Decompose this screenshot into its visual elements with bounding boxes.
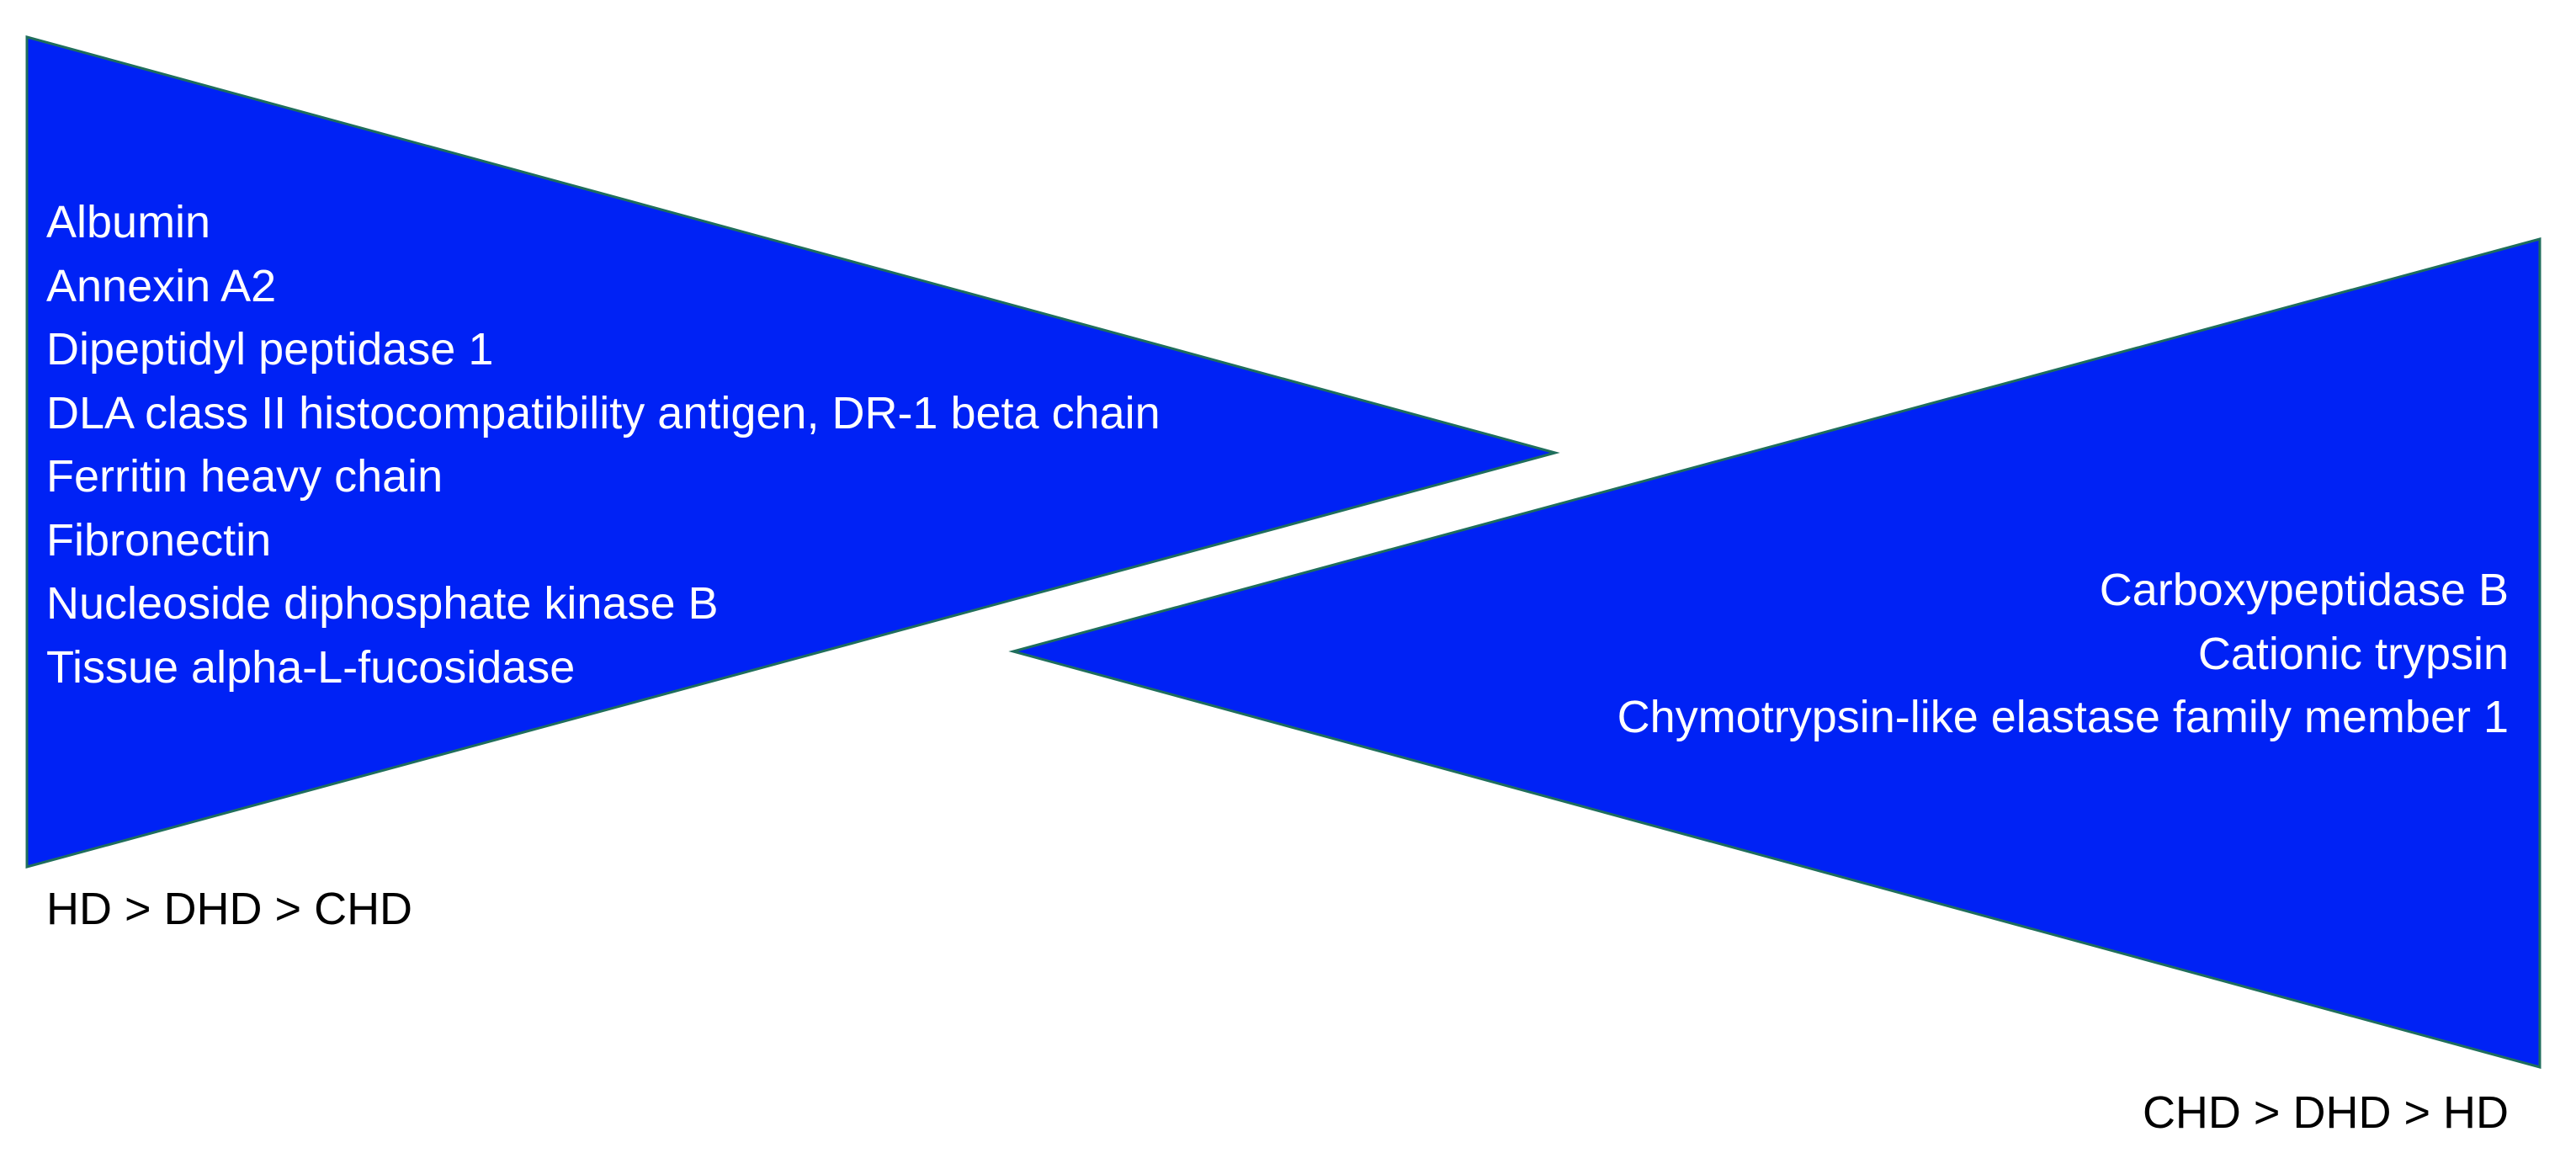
left-ordering-caption: HD > DHD > CHD <box>46 884 413 934</box>
left-protein-item: Dipeptidyl peptidase 1 <box>46 324 494 375</box>
left-protein-item: Ferritin heavy chain <box>46 451 443 502</box>
right-protein-item: Chymotrypsin-like elastase family member… <box>1617 692 2509 742</box>
right-increasing-triangle <box>1008 237 2541 1069</box>
right-ordering-caption: CHD > DHD > HD <box>2142 1087 2509 1138</box>
left-protein-item: Fibronectin <box>46 514 272 566</box>
left-protein-item: Tissue alpha-L-fucosidase <box>46 641 576 693</box>
left-protein-item: Nucleoside diphosphate kinase B <box>46 578 719 629</box>
left-protein-item: DLA class II histocompatibility antigen,… <box>46 387 1161 438</box>
left-protein-item: Albumin <box>46 197 211 247</box>
right-protein-item: Cationic trypsin <box>2197 628 2509 679</box>
left-protein-item: Annexin A2 <box>46 260 277 311</box>
right-protein-item: Carboxypeptidase B <box>2099 565 2509 615</box>
left-decreasing-triangle <box>25 35 1560 869</box>
left-protein-list: Albumin Annexin A2 Dipeptidyl peptidase … <box>46 191 1161 699</box>
right-protein-list: Carboxypeptidase B Cationic trypsin Chym… <box>1617 559 2509 750</box>
